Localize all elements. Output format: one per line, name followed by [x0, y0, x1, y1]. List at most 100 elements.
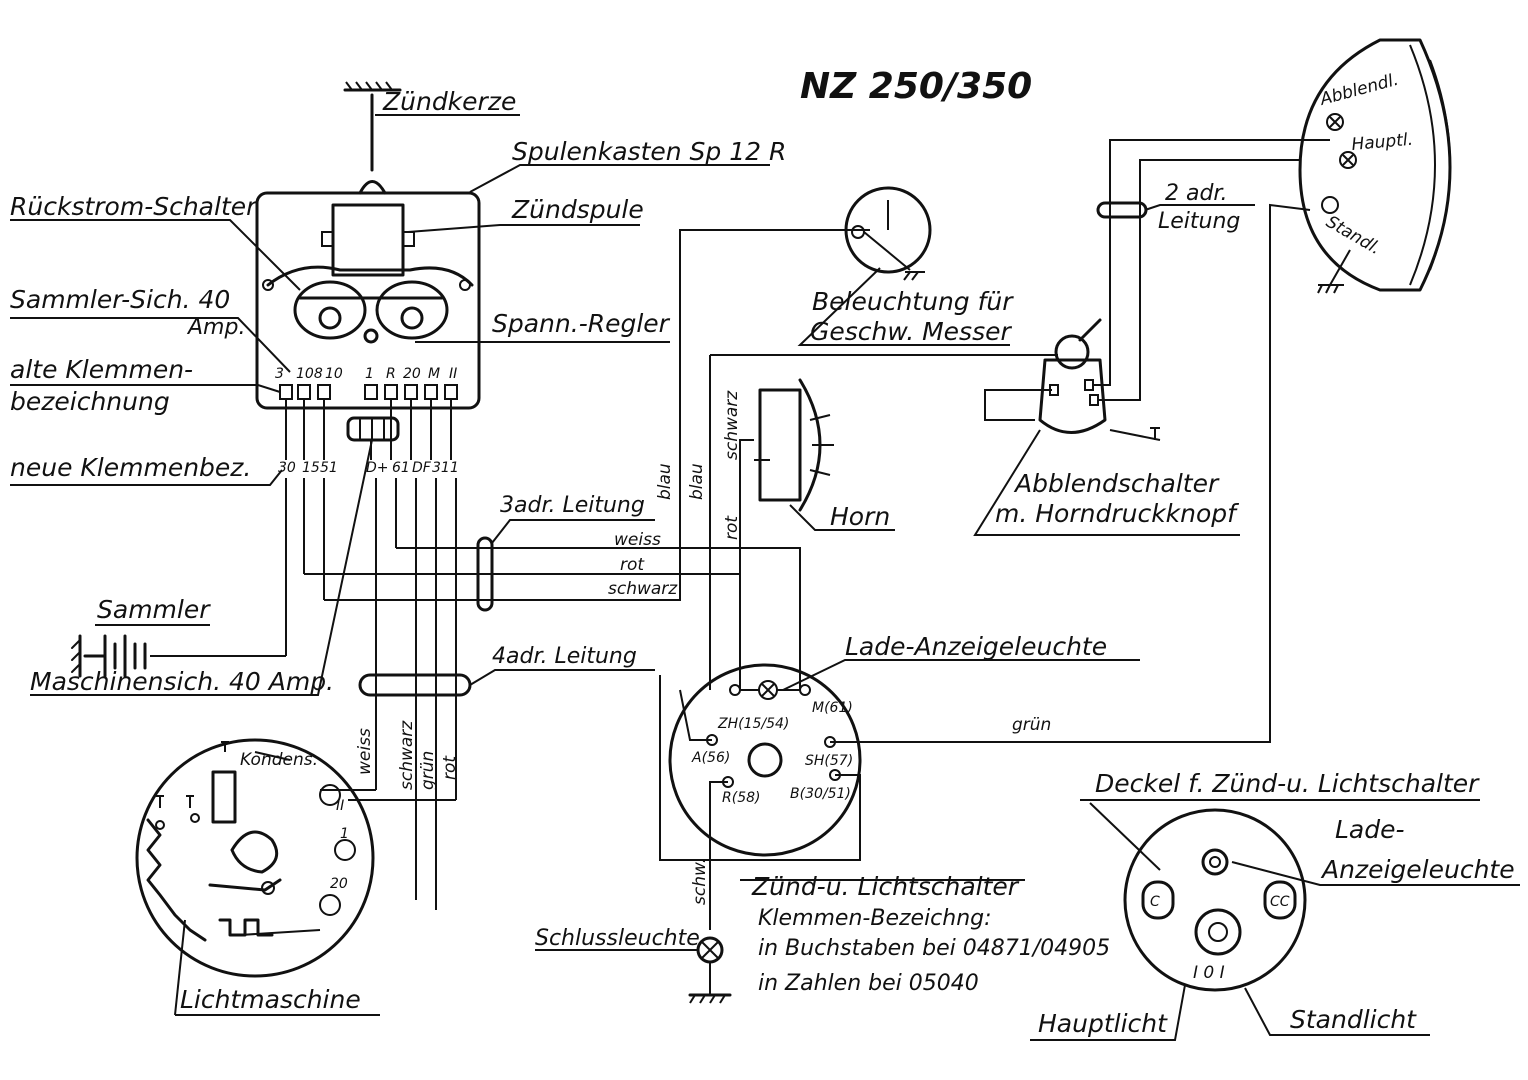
- svg-text:20: 20: [330, 876, 348, 892]
- svg-text:108: 108: [296, 366, 323, 382]
- generator-terminal-labels: II 1 20: [330, 798, 349, 892]
- label-sammler: Sammler: [97, 595, 211, 624]
- old-terminal-labels: 3 108 10 1 R 20 M II: [275, 366, 457, 382]
- svg-text:grün: grün: [418, 751, 438, 790]
- svg-text:CC: CC: [1270, 894, 1290, 910]
- label-zuend-licht: Zünd-u. Lichtschalter: [751, 872, 1020, 901]
- label-2adr-1: 2 adr.: [1165, 181, 1227, 206]
- label-sammler-sich: Sammler-Sich. 40: [10, 285, 230, 314]
- svg-text:30: 30: [278, 460, 296, 476]
- spulenkasten-box: [255, 81, 481, 442]
- leader-lines: [10, 114, 1520, 1041]
- label-lade-anzeige: Lade-Anzeigeleuchte: [845, 632, 1107, 661]
- label-in-buchstaben: in Buchstaben bei 04871/04905: [758, 936, 1110, 961]
- new-terminal-labels: 30 15 51 D+ 61 DF 31 1: [278, 460, 459, 476]
- svg-text:grün: grün: [1012, 715, 1051, 735]
- svg-text:schwarz: schwarz: [722, 390, 742, 460]
- svg-text:rot: rot: [620, 555, 645, 575]
- svg-text:51: 51: [320, 460, 338, 476]
- svg-text:DF: DF: [412, 460, 432, 476]
- svg-text:II: II: [449, 366, 457, 382]
- label-amp: Amp.: [186, 315, 245, 340]
- dimmer-switch: [1038, 318, 1161, 441]
- label-in-zahlen: in Zahlen bei 05040: [758, 971, 979, 996]
- label-lade-2-1: Lade-: [1335, 815, 1405, 844]
- label-standlicht: Standlicht: [1290, 1005, 1417, 1034]
- headlamp: [1298, 38, 1452, 294]
- dimmer-wires: [709, 139, 1330, 743]
- svg-text:1: 1: [365, 366, 374, 382]
- svg-text:15: 15: [302, 460, 320, 476]
- label-alte-klemmen-2: bezeichnung: [10, 387, 170, 416]
- svg-text:SH(57): SH(57): [805, 753, 853, 769]
- svg-text:weiss: weiss: [614, 530, 661, 550]
- label-beleuchtung-2: Geschw. Messer: [810, 317, 1012, 346]
- svg-text:10: 10: [325, 366, 343, 382]
- label-haupt-l: Hauptl.: [1351, 130, 1414, 155]
- labels: Zündkerze Spulenkasten Sp 12 R Rückstrom…: [10, 70, 1515, 1038]
- svg-text:61: 61: [392, 460, 410, 476]
- tail-lamp: [688, 936, 732, 1004]
- svg-text:B(30/51): B(30/51): [790, 786, 851, 802]
- label-deckel: Deckel f. Zünd-u. Lichtschalter: [1095, 769, 1480, 798]
- svg-text:M: M: [428, 366, 440, 382]
- svg-text:schw.: schw.: [690, 858, 710, 905]
- svg-text:rot: rot: [722, 515, 742, 540]
- cable-clamp-2adr: [1096, 201, 1148, 219]
- svg-text:M(61): M(61): [812, 700, 853, 716]
- label-rueckstrom: Rückstrom-Schalter: [10, 192, 258, 221]
- generator-lichtmaschine: [135, 738, 375, 978]
- label-beleuchtung-1: Beleuchtung für: [812, 287, 1014, 316]
- svg-text:weiss: weiss: [355, 728, 375, 775]
- svg-text:A(56): A(56): [691, 750, 730, 766]
- label-lade-2-2: Anzeigeleuchte: [1320, 855, 1515, 884]
- switch-terminal-labels: ZH(15/54) M(61) A(56) SH(57) R(58) B(30/…: [691, 700, 853, 806]
- wire-color-labels: weiss rot schwarz grün weiss schwarz grü…: [355, 390, 1051, 905]
- label-alte-klemmen-1: alte Klemmen-: [10, 355, 193, 384]
- svg-text:blau: blau: [687, 463, 707, 500]
- label-spann-regler: Spann.-Regler: [492, 309, 671, 338]
- label-horn: Horn: [830, 502, 890, 531]
- label-lichtmaschine: Lichtmaschine: [180, 985, 361, 1014]
- ignition-light-switch: [668, 663, 862, 857]
- label-zuendspule: Zündspule: [511, 195, 644, 224]
- svg-text:blau: blau: [655, 463, 675, 500]
- label-hauptlicht: Hauptlicht: [1038, 1009, 1168, 1038]
- svg-text:schwarz: schwarz: [397, 720, 417, 790]
- svg-text:schwarz: schwarz: [608, 579, 678, 599]
- kondens-label: Kondens.: [240, 750, 318, 770]
- svg-text:D+: D+: [366, 460, 389, 476]
- switch-cover: C CC: [1123, 808, 1307, 992]
- label-zuendkerze: Zündkerze: [382, 87, 516, 116]
- svg-text:ZH(15/54): ZH(15/54): [717, 716, 789, 732]
- svg-text:1: 1: [450, 460, 459, 476]
- horn: [739, 378, 834, 690]
- label-abblendl: Abblendl.: [1317, 70, 1401, 110]
- svg-text:II: II: [336, 798, 344, 814]
- svg-text:3: 3: [275, 366, 284, 382]
- label-neue-klemmen: neue Klemmenbez.: [10, 453, 251, 482]
- svg-text:20: 20: [403, 366, 421, 382]
- cover-marks: I 0 I: [1193, 963, 1225, 983]
- label-2adr-2: Leitung: [1158, 209, 1240, 234]
- label-3adr-leitung: 3adr. Leitung: [500, 493, 645, 518]
- svg-text:R: R: [386, 366, 396, 382]
- diagram-title: NZ 250/350: [800, 66, 1032, 107]
- svg-text:C: C: [1150, 894, 1160, 910]
- cable-clamp-3adr: [476, 536, 494, 612]
- label-maschinensich: Maschinensich. 40 Amp.: [30, 667, 334, 696]
- switch-wires: [659, 675, 861, 930]
- label-schlussleuchte: Schlussleuchte: [535, 926, 700, 951]
- label-abblendschalter-2: m. Horndruckknopf: [995, 499, 1239, 528]
- label-spulenkasten: Spulenkasten Sp 12 R: [512, 137, 786, 166]
- label-klemmen-bez: Klemmen-Bezeichng:: [758, 906, 992, 931]
- svg-text:1: 1: [340, 826, 349, 842]
- label-4adr-leitung: 4adr. Leitung: [492, 644, 637, 669]
- battery-symbol: [71, 634, 147, 678]
- label-stand-l: Standl.: [1323, 212, 1385, 259]
- svg-text:rot: rot: [440, 755, 460, 780]
- label-abblendschalter-1: Abblendschalter: [1013, 469, 1220, 498]
- svg-text:31: 31: [432, 460, 450, 476]
